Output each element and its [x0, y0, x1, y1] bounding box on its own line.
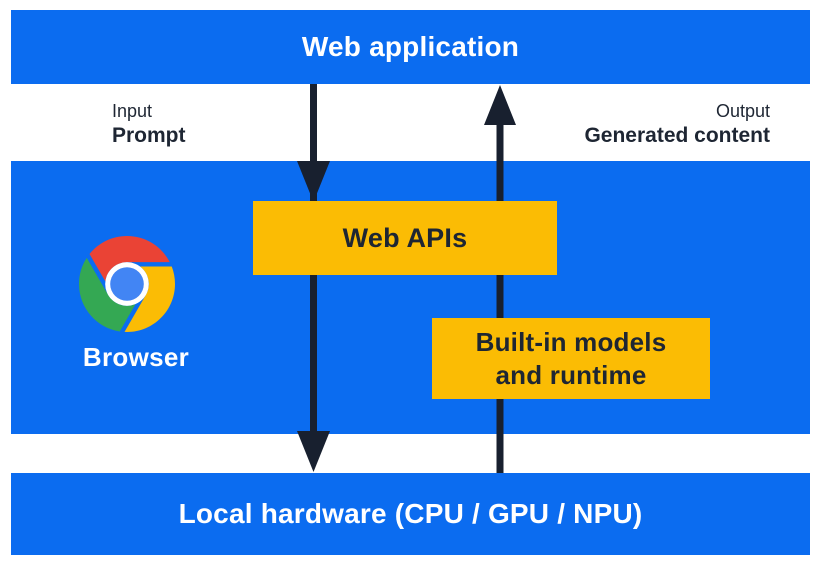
up-arrow-icon: [484, 85, 516, 473]
builtin-models-label-line2: and runtime: [495, 359, 647, 390]
output-label-block: Output Generated content: [584, 99, 770, 148]
web-apis-label: Web APIs: [342, 222, 468, 253]
output-value: Generated content: [584, 124, 770, 147]
local-hardware-label: Local hardware (CPU / GPU / NPU): [178, 498, 643, 529]
input-caption: Input: [112, 101, 153, 121]
web-application-label: Web application: [301, 31, 520, 62]
builtin-models-label-line1: Built-in models: [475, 326, 667, 357]
output-caption: Output: [715, 101, 770, 121]
input-label-block: Input Prompt: [112, 99, 186, 148]
web-application-layer: Web application: [11, 10, 810, 84]
browser-label: Browser: [82, 342, 190, 372]
web-apis-box: Web APIs: [253, 201, 557, 275]
input-value: Prompt: [112, 124, 186, 147]
builtin-models-box: Built-in models and runtime: [432, 318, 710, 399]
chrome-logo-icon: [79, 236, 175, 332]
local-hardware-layer: Local hardware (CPU / GPU / NPU): [11, 473, 810, 555]
down-arrow-icon: [297, 84, 330, 472]
